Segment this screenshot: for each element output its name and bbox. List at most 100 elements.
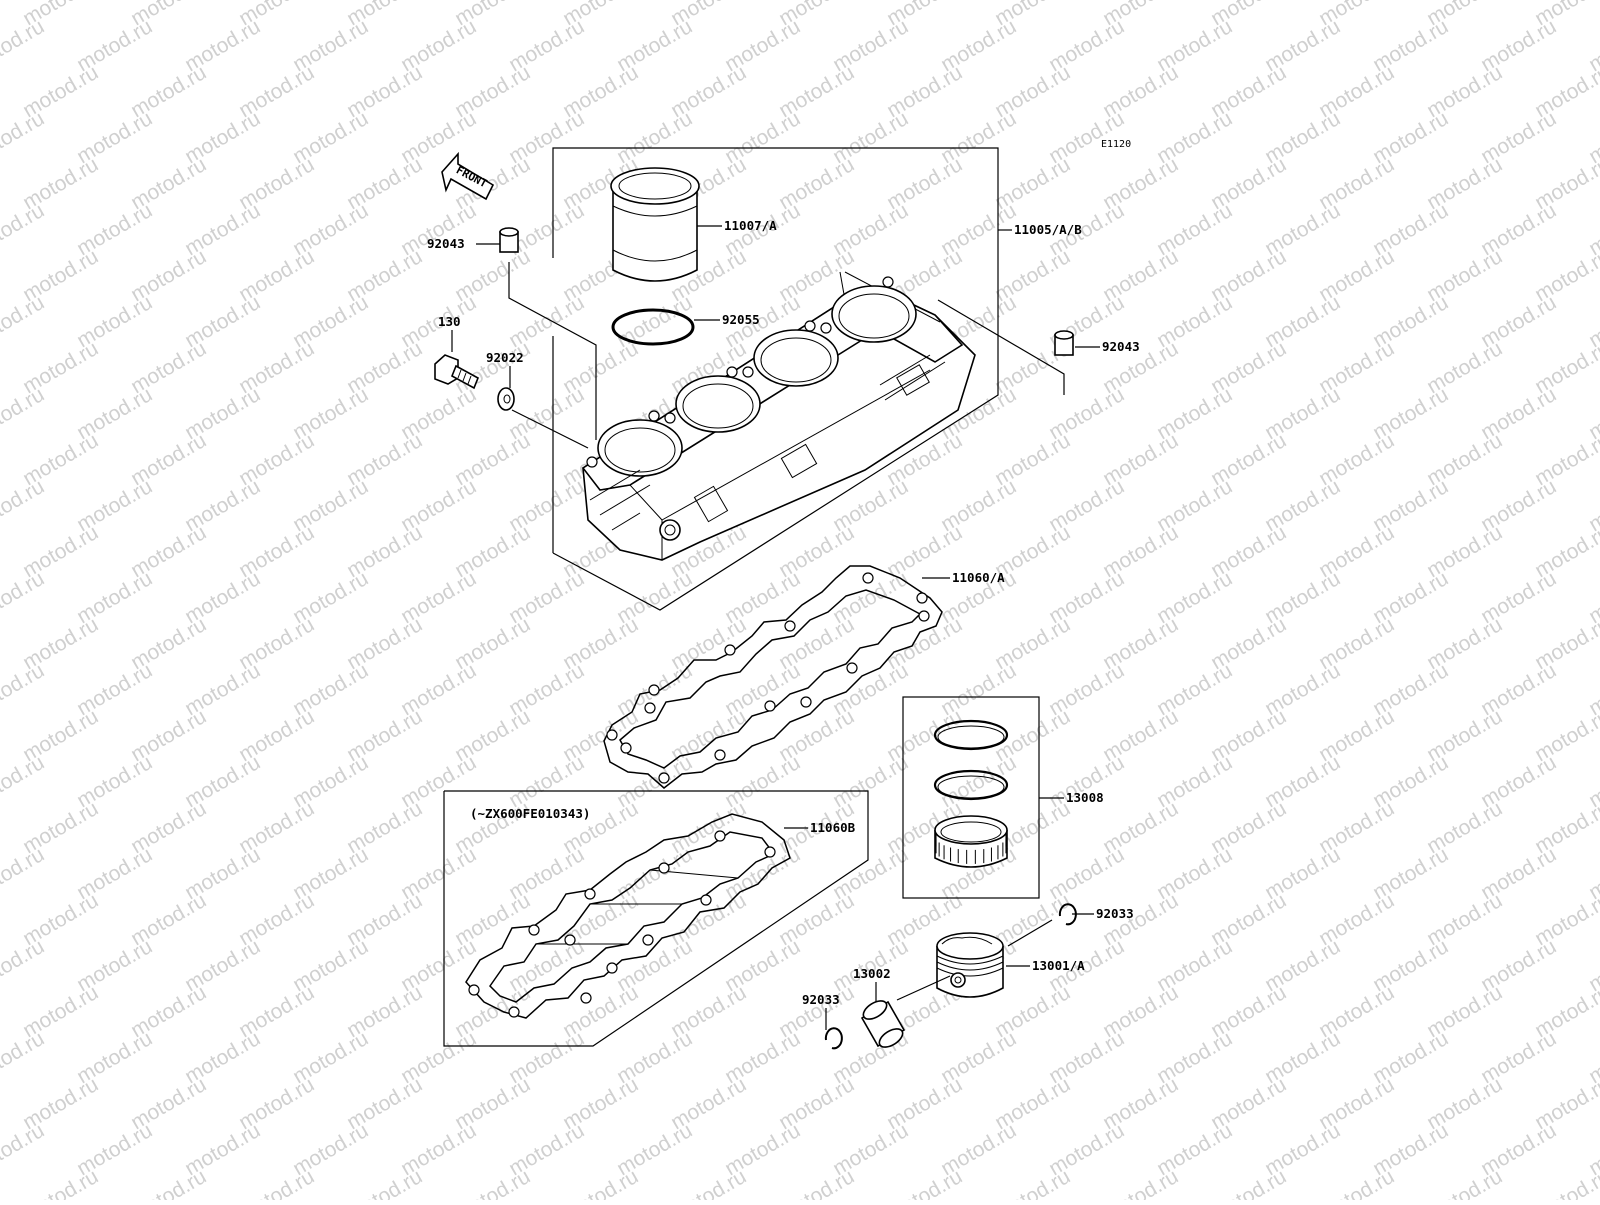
gasket-hole [862, 572, 874, 584]
cylinder-bore [753, 329, 839, 387]
watermark-text: motod.ru [0, 1119, 48, 1180]
watermark-text: motod.ru [0, 1027, 48, 1088]
watermark-text: motod.ru [451, 1165, 534, 1200]
stud-hole [820, 322, 832, 334]
gasket-b [465, 813, 791, 1019]
label-13002: 13002 [853, 966, 891, 981]
gasket-hole [564, 934, 576, 946]
piston-ring-set [933, 719, 1009, 868]
gasket-hole [714, 830, 726, 842]
gasket-hole [846, 662, 858, 674]
watermark-text: motod.ru [0, 751, 48, 812]
circlip-left [824, 1027, 843, 1050]
cylinder-liner [610, 167, 722, 282]
diagram-code: E1120 [1101, 139, 1131, 150]
gasket-hole [784, 620, 796, 632]
gasket-hole [648, 684, 660, 696]
stud-hole [664, 412, 676, 424]
gasket-hole [700, 894, 712, 906]
watermark-text: motod.ru [0, 15, 48, 76]
stud-hole [586, 456, 598, 468]
cylinder-assy-bracket [552, 147, 1012, 611]
watermark-text: motod.ru [0, 935, 48, 996]
gasket-hole [918, 610, 930, 622]
cylinder-bore-inner [682, 383, 754, 429]
gasket-hole [468, 984, 480, 996]
watermark-text: motod.ru [0, 475, 48, 536]
circlip-right [1058, 903, 1077, 926]
dowel-pin-right [1054, 330, 1074, 356]
piston [936, 932, 1004, 998]
watermark-text: motod.ru [1207, 1165, 1290, 1200]
watermark-text: motod.ru [667, 1165, 750, 1200]
label-11005: 11005/A/B [1014, 222, 1082, 237]
label-92043-left: 92043 [427, 236, 465, 251]
stud-hole [648, 410, 660, 422]
watermark-text: motod.ru [0, 843, 48, 904]
watermark-text: motod.ru [127, 1165, 210, 1200]
watermark-text: motod.ru [1423, 1165, 1506, 1200]
cylinder-bore-inner [760, 337, 832, 383]
watermark-text: motod.ru [343, 1165, 426, 1200]
label-92033-left: 92033 [802, 992, 840, 1007]
watermark-text: motod.ru [0, 567, 48, 628]
watermark-text: motod.ru [0, 291, 48, 352]
gasket-b-note: (~ZX600FE010343) [470, 806, 590, 821]
gasket-hole [642, 934, 654, 946]
gasket-hole [658, 862, 670, 874]
label-11060A: 11060/A [952, 570, 1005, 585]
label-92043-right: 92043 [1102, 339, 1140, 354]
stud-hole [726, 366, 738, 378]
gasket-b-box [443, 790, 869, 1047]
gasket-hole [644, 702, 656, 714]
watermark-text: motod.ru [0, 383, 48, 444]
label-13001: 13001/A [1032, 958, 1085, 973]
gasket-hole [580, 992, 592, 1004]
cylinder-bore [597, 419, 683, 477]
gasket-hole [606, 729, 618, 741]
gasket-hole [508, 1006, 520, 1018]
gasket-hole [620, 742, 632, 754]
stud-hole [742, 366, 754, 378]
label-92033-right: 92033 [1096, 906, 1134, 921]
washer [497, 387, 515, 411]
cylinder-block [581, 271, 976, 561]
cylinder-bore-inner [604, 427, 676, 473]
gasket-hole [916, 592, 928, 604]
gasket-hole [584, 888, 596, 900]
watermark-text: motod.ru [1099, 1165, 1182, 1200]
watermark-text: motod.ru [0, 659, 48, 720]
cylinder-bore-inner [838, 293, 910, 339]
watermark-text: motod.ru [1315, 1165, 1398, 1200]
gasket-hole [606, 962, 618, 974]
watermark-text: motod.ru [235, 1165, 318, 1200]
gasket-hole [714, 749, 726, 761]
gasket-hole [800, 696, 812, 708]
piston-pin [860, 1000, 906, 1048]
gasket-hole [764, 846, 776, 858]
watermark-text: motod.ru [775, 1165, 858, 1200]
gasket-hole [528, 924, 540, 936]
label-11060B: 11060B [810, 820, 856, 835]
o-ring [611, 308, 695, 346]
dowel-pin-left [499, 227, 519, 253]
bolt [434, 354, 480, 390]
cylinder-base-gasket [603, 565, 943, 789]
label-130: 130 [438, 314, 461, 329]
watermark-text: motod.ru [883, 1165, 966, 1200]
gasket-hole [764, 700, 776, 712]
watermark-text: motod.ru [0, 199, 48, 260]
gasket-hole [724, 644, 736, 656]
label-92022: 92022 [486, 350, 524, 365]
watermark-text: motod.ru [991, 1165, 1074, 1200]
stud-hole [882, 276, 894, 288]
watermark-text: motod.ru [559, 1165, 642, 1200]
stud-hole [804, 320, 816, 332]
watermark-text: motod.ru [0, 107, 48, 168]
cylinder-bore [675, 375, 761, 433]
label-92055: 92055 [722, 312, 760, 327]
gasket-hole [658, 772, 670, 784]
